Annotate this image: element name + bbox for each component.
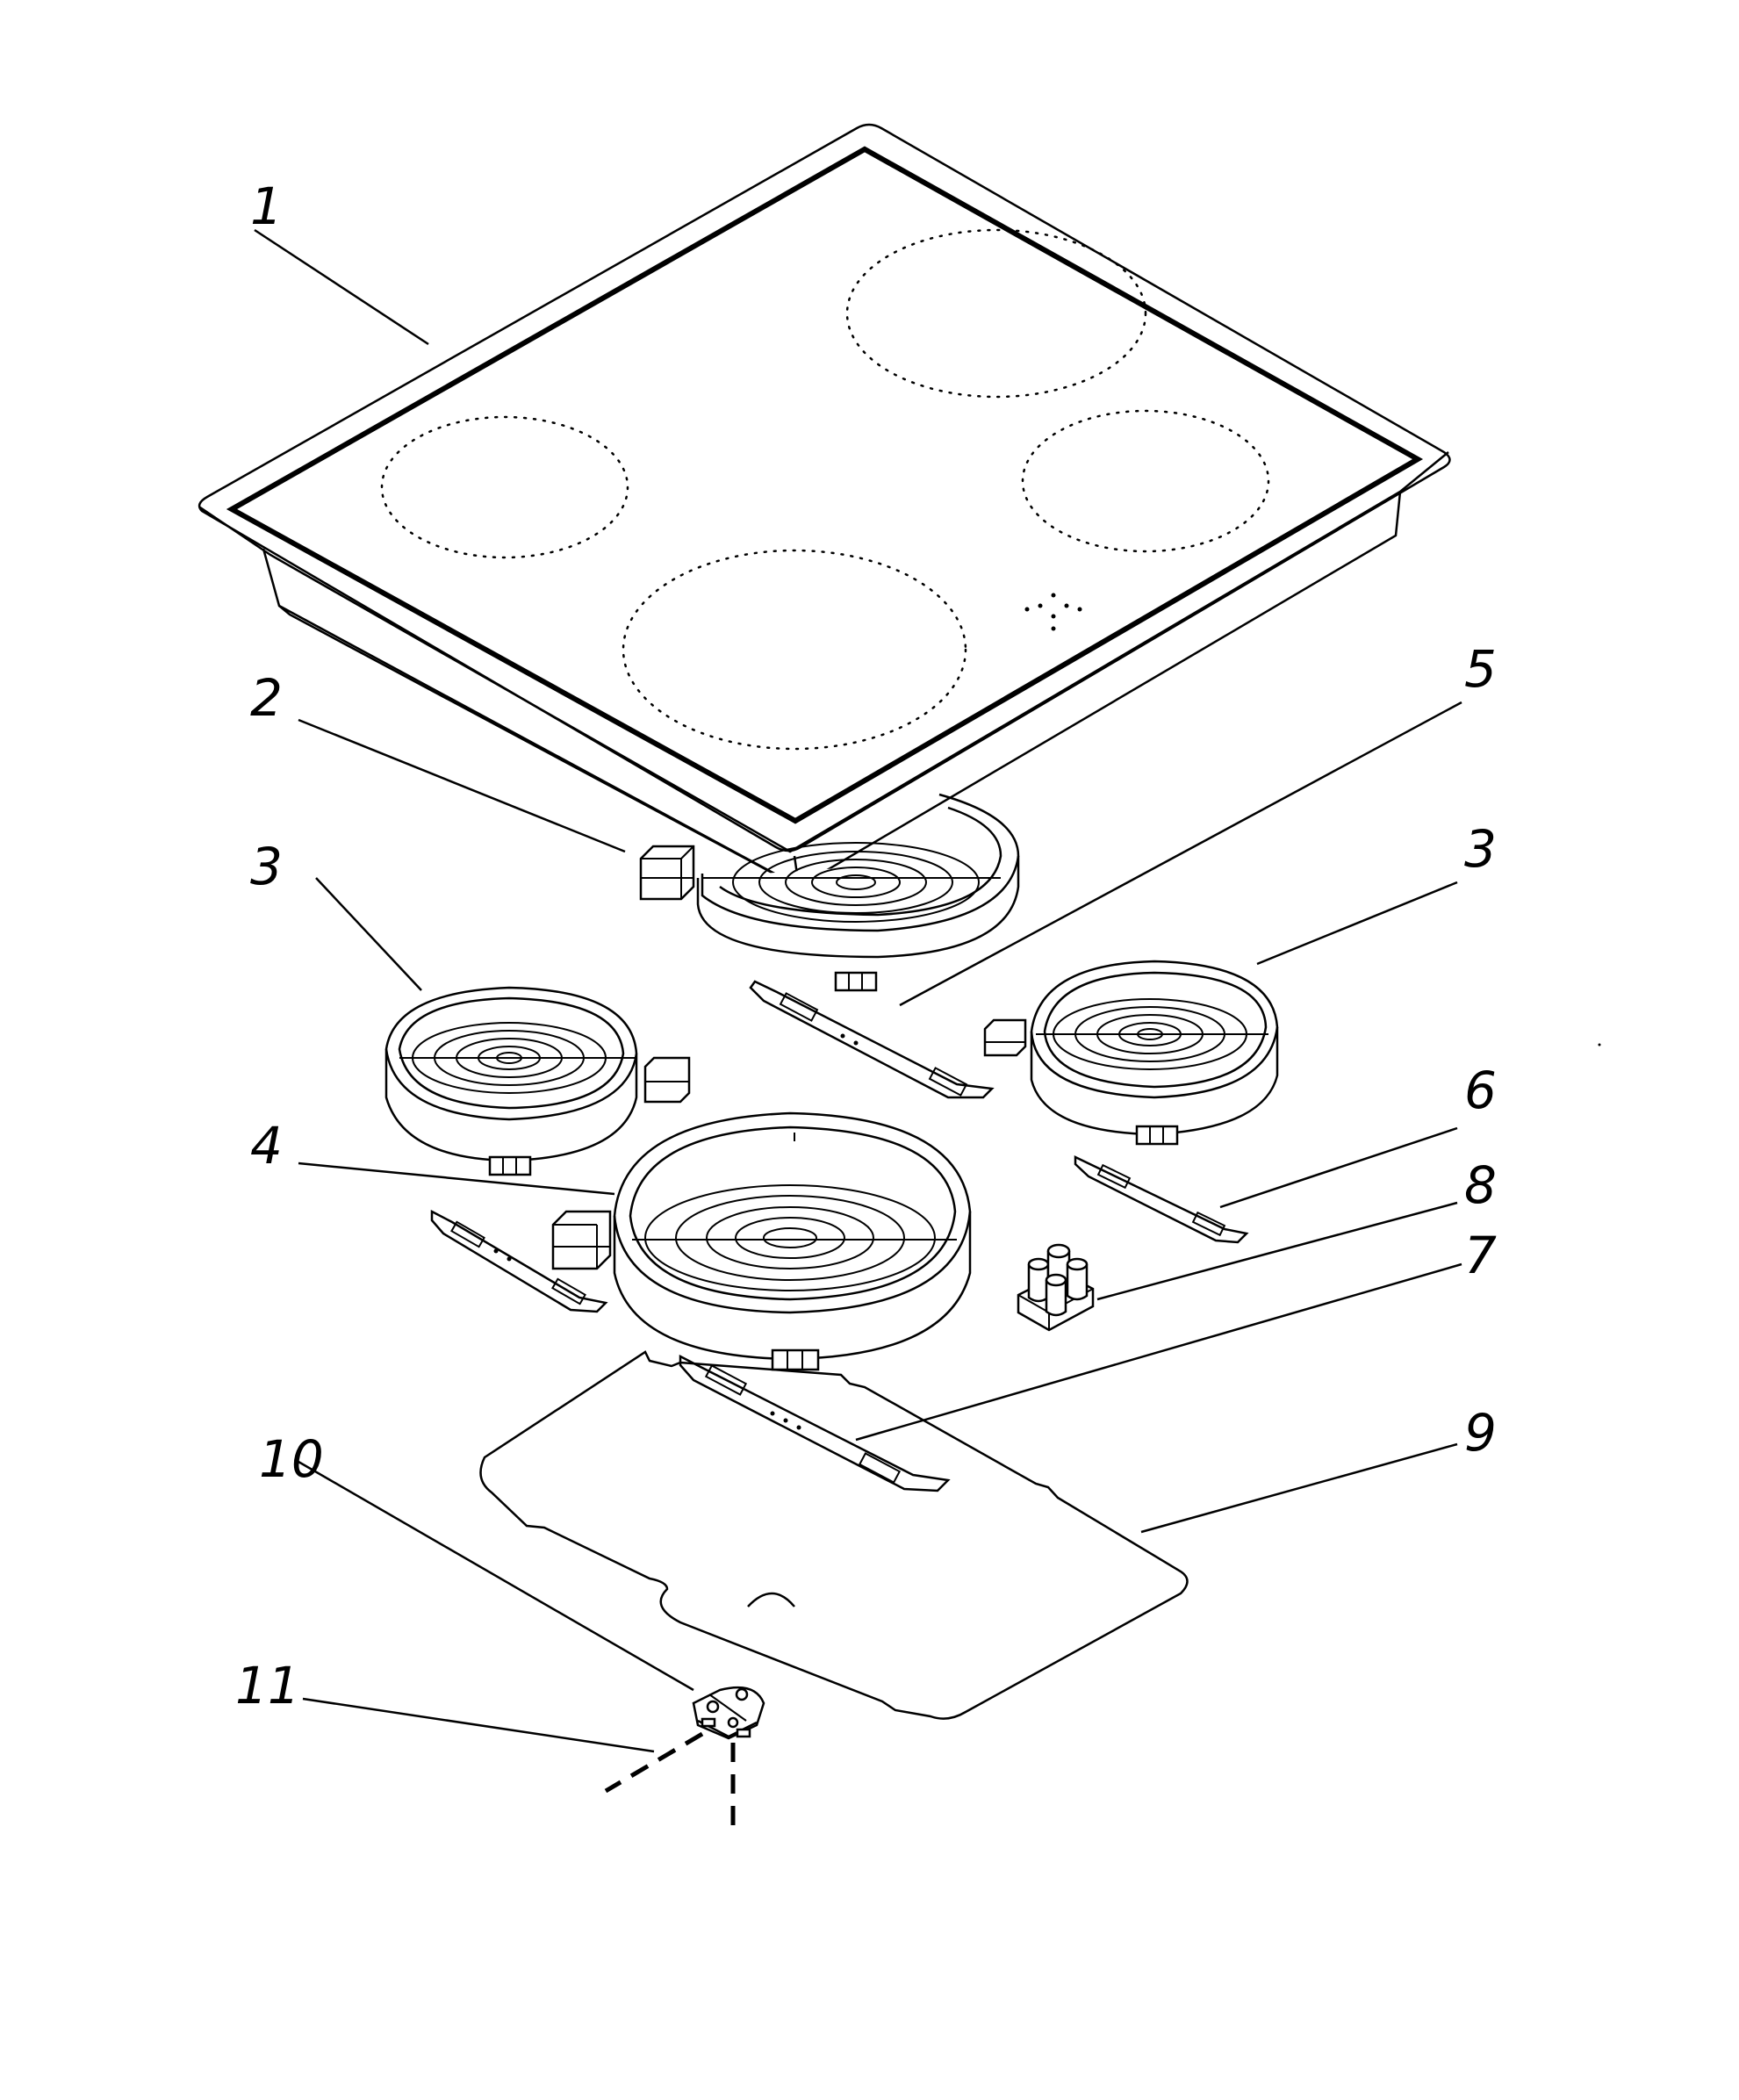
leader-line-10 <box>298 1460 694 1692</box>
leader-line-3a <box>315 877 422 991</box>
indicator-dots <box>1024 593 1082 631</box>
callout-4: 4 <box>250 1116 283 1176</box>
callout-9: 9 <box>1464 1403 1497 1463</box>
heating-element-large <box>551 1111 972 1371</box>
indicator-lamp-block <box>1017 1243 1095 1332</box>
callout-labels: 1 2 3 3 4 5 6 7 8 9 10 11 <box>235 176 1497 1715</box>
mounting-bracket-left <box>430 1209 608 1313</box>
insulation-plate-part <box>479 1350 1189 1720</box>
element-connector <box>1135 1125 1179 1146</box>
element-connector <box>834 971 878 992</box>
terminal-block <box>639 845 695 901</box>
mounting-bracket-5 <box>749 980 995 1099</box>
leader-line-9 <box>1140 1442 1458 1534</box>
element-connector <box>771 1348 820 1371</box>
leader-line-8 <box>1096 1201 1458 1301</box>
leader-lines <box>254 228 1462 1753</box>
leader-line-4 <box>298 1161 615 1196</box>
leader-line-6 <box>1219 1126 1458 1209</box>
stray-mark <box>1598 1043 1601 1046</box>
leader-line-1 <box>254 228 429 346</box>
callout-8: 8 <box>1464 1155 1497 1215</box>
heating-element-left <box>384 986 691 1176</box>
terminal-block <box>643 1056 691 1104</box>
leader-line-2 <box>298 718 626 853</box>
mounting-bracket-6 <box>1074 1155 1249 1244</box>
heating-element-right <box>983 960 1279 1146</box>
callout-3-right: 3 <box>1464 819 1497 879</box>
callout-3-left: 3 <box>250 837 283 896</box>
callout-2: 2 <box>250 668 283 728</box>
element-connector <box>488 1155 532 1176</box>
leader-line-7 <box>855 1262 1462 1442</box>
cooking-zone-front-left <box>622 549 967 751</box>
terminal-block <box>983 1018 1027 1057</box>
callout-1: 1 <box>250 176 283 236</box>
mounting-bracket-7 <box>679 1354 951 1492</box>
terminal-block <box>551 1210 612 1270</box>
cooking-zone-front-right <box>1021 409 1270 553</box>
cooking-zone-back-right <box>845 228 1147 399</box>
leader-line-11 <box>302 1697 655 1753</box>
thermal-limiter <box>692 1686 765 1740</box>
ceramic-hob-top <box>198 123 1451 888</box>
callout-6: 6 <box>1464 1061 1497 1120</box>
callout-11: 11 <box>235 1656 300 1715</box>
wiring-leads <box>604 1731 736 1826</box>
callout-7: 7 <box>1464 1226 1497 1285</box>
heating-element-top-center <box>639 793 1020 992</box>
callout-5: 5 <box>1464 639 1497 699</box>
callout-10: 10 <box>259 1429 324 1489</box>
leader-line-5 <box>899 701 1462 1007</box>
cooking-zone-back-left <box>380 415 629 559</box>
leader-line-3b <box>1256 881 1458 966</box>
